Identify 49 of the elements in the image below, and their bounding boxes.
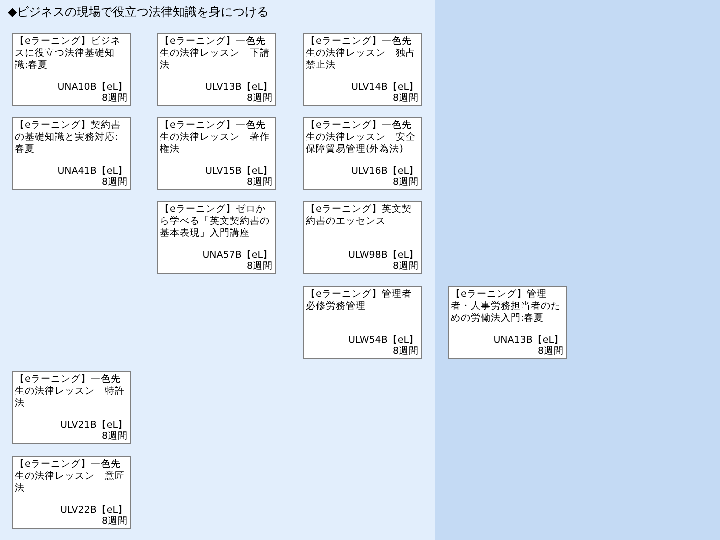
course-title: 【eラーニング】英文契約書のエッセンス bbox=[306, 204, 413, 228]
course-code: ULW54B【eL】 bbox=[348, 335, 419, 346]
course-code: UNA13B【eL】 bbox=[494, 335, 564, 346]
course-box bbox=[12, 456, 131, 529]
course-title: 【eラーニング】一色先生の法律レッスン 意匠法 bbox=[15, 459, 126, 495]
duration-text: 8週間 bbox=[392, 346, 419, 358]
duration-text: 8週間 bbox=[102, 177, 128, 189]
course-title: 【eラーニング】契約書の基礎知識と実務対応:春夏 bbox=[15, 120, 122, 156]
course-box bbox=[303, 33, 422, 106]
course-box bbox=[12, 117, 131, 190]
duration-text: 8週間 bbox=[246, 93, 273, 105]
course-code: ULV14B【eL】 bbox=[352, 82, 419, 93]
course-box bbox=[157, 33, 276, 106]
duration-text: 8週間 bbox=[102, 516, 128, 528]
course-title: 【eラーニング】一色先生の法律レッスン 下請法 bbox=[160, 36, 271, 72]
course-code: ULV13B【eL】 bbox=[206, 82, 273, 93]
course-title: 【eラーニング】管理者・人事労務担当者のための労働法入門:春夏 bbox=[451, 289, 562, 325]
duration-text: 8週間 bbox=[392, 177, 419, 189]
duration-text: 8週間 bbox=[246, 177, 273, 189]
course-code: ULW98B【eL】 bbox=[348, 250, 419, 261]
course-title: 【eラーニング】管理者必修労務管理 bbox=[306, 289, 413, 313]
course-box bbox=[12, 33, 131, 106]
course-code: ULV22B【eL】 bbox=[60, 505, 128, 516]
course-box bbox=[303, 201, 422, 274]
duration-text: 8週間 bbox=[538, 346, 564, 358]
course-box bbox=[448, 286, 567, 359]
course-box bbox=[12, 371, 131, 444]
course-box bbox=[303, 286, 422, 359]
course-title: 【eラーニング】一色先生の法律レッスン 著作権法 bbox=[160, 120, 271, 156]
duration-text: 8週間 bbox=[392, 93, 419, 105]
course-code: UNA57B【eL】 bbox=[202, 250, 273, 261]
course-title: 【eラーニング】一色先生の法律レッスン 独占禁止法 bbox=[306, 36, 417, 72]
duration-text: 8週間 bbox=[246, 261, 273, 273]
course-title: 【eラーニング】一色先生の法律レッスン 安全保障貿易管理(外為法) bbox=[306, 120, 417, 156]
course-box bbox=[303, 117, 422, 190]
course-title: 【eラーニング】ビジネスに役立つ法律基礎知識:春夏 bbox=[15, 36, 122, 72]
heading: ◆ビジネスの現場で役立つ法律知識を身につける bbox=[8, 4, 270, 21]
course-title: 【eラーニング】一色先生の法律レッスン 特許法 bbox=[15, 374, 126, 410]
duration-text: 8週間 bbox=[392, 261, 419, 273]
course-code: UNA10B【eL】 bbox=[58, 82, 128, 93]
course-code: UNA41B【eL】 bbox=[58, 166, 128, 177]
course-title: 【eラーニング】ゼロから学べる「英文契約書の基本表現」入門講座 bbox=[160, 204, 271, 240]
course-box bbox=[157, 201, 276, 274]
duration-text: 8週間 bbox=[102, 93, 128, 105]
course-box bbox=[157, 117, 276, 190]
duration-text: 8週間 bbox=[102, 431, 128, 443]
course-code: ULV15B【eL】 bbox=[206, 166, 273, 177]
course-code: ULV16B【eL】 bbox=[352, 166, 419, 177]
course-code: ULV21B【eL】 bbox=[60, 420, 128, 431]
